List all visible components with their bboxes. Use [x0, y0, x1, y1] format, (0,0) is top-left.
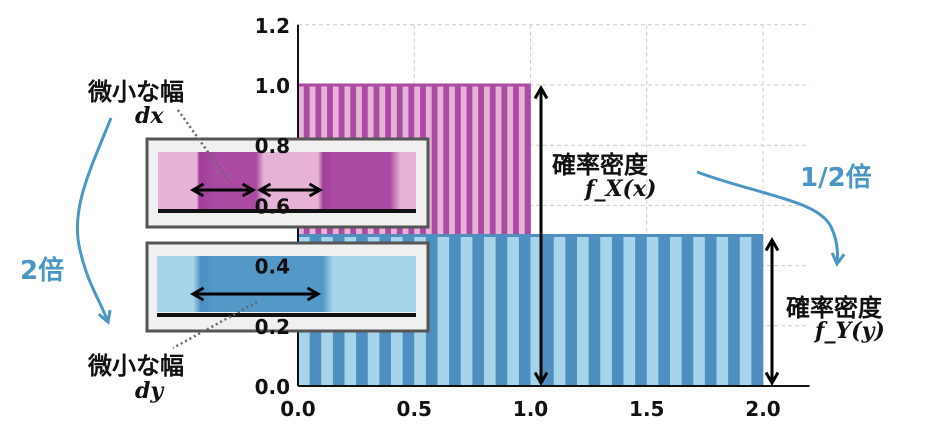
bar-stripe [577, 235, 589, 386]
bar-stripe [716, 235, 729, 386]
y-tick-label: 1.0 [255, 74, 290, 98]
y-tick-label: 0.4 [255, 255, 290, 279]
bar-stripe [611, 235, 624, 386]
y-tick-label: 1.2 [255, 14, 290, 38]
small-width-label-bottom: 微小な幅 [88, 352, 184, 380]
fx-label: f_X(x) [585, 176, 657, 202]
bar-stripe [472, 235, 485, 386]
dy-leader-line [172, 300, 258, 350]
inset-dx [145, 137, 430, 229]
x-tick-label: 1.5 [629, 397, 664, 421]
small-width-label-top: 微小な幅 [88, 78, 184, 106]
bar-stripe [542, 235, 555, 386]
times-two-curved-arrow [75, 117, 113, 325]
bar-stripe [704, 235, 717, 386]
dy-label: dy [135, 378, 164, 404]
fy-label: f_Y(y) [815, 318, 885, 344]
times-half-curved-arrow [696, 170, 846, 268]
inset-dy [145, 241, 430, 333]
times-half-label: 1/2倍 [800, 163, 872, 193]
bar-stripe [495, 235, 508, 386]
bar-stripe [565, 235, 578, 386]
bar-stripe [681, 235, 694, 386]
y-tick-label: 0.6 [255, 194, 290, 218]
bar-stripe [507, 235, 520, 386]
x-tick-label: 0.0 [280, 397, 315, 421]
bar-stripe [484, 235, 496, 386]
bar-stripe [518, 235, 531, 386]
bar-stripe [751, 235, 764, 386]
y-tick-label: 0.0 [255, 375, 290, 399]
bar-stripe [670, 235, 682, 386]
bar-stripe [449, 235, 462, 386]
dx-leader-line [176, 109, 230, 181]
y-tick-label: 0.2 [255, 315, 290, 339]
times-two-label: 2倍 [20, 256, 65, 286]
bar-stripe [739, 235, 752, 386]
bar-stripe [658, 235, 671, 386]
y-tick-label: 0.8 [255, 134, 290, 158]
x-tick-label: 0.5 [397, 397, 432, 421]
bar-stripe [728, 235, 741, 386]
bar-stripe [646, 235, 659, 386]
bar-stripe [437, 235, 450, 386]
bar-stripe [635, 235, 648, 386]
bar-stripe [553, 235, 566, 386]
bar-stripe [460, 235, 473, 386]
bar-stripe [588, 235, 601, 386]
dx-label: dx [135, 103, 164, 129]
bar-stripe [693, 235, 706, 386]
bar-stripe [425, 235, 438, 386]
x-tick-label: 2.0 [745, 397, 780, 421]
density-y-label: 確率密度 [786, 294, 882, 322]
density-x-label: 確率密度 [552, 151, 648, 179]
bar-stripe [600, 235, 613, 386]
bar-stripe [623, 235, 636, 386]
x-tick-label: 1.0 [513, 397, 548, 421]
